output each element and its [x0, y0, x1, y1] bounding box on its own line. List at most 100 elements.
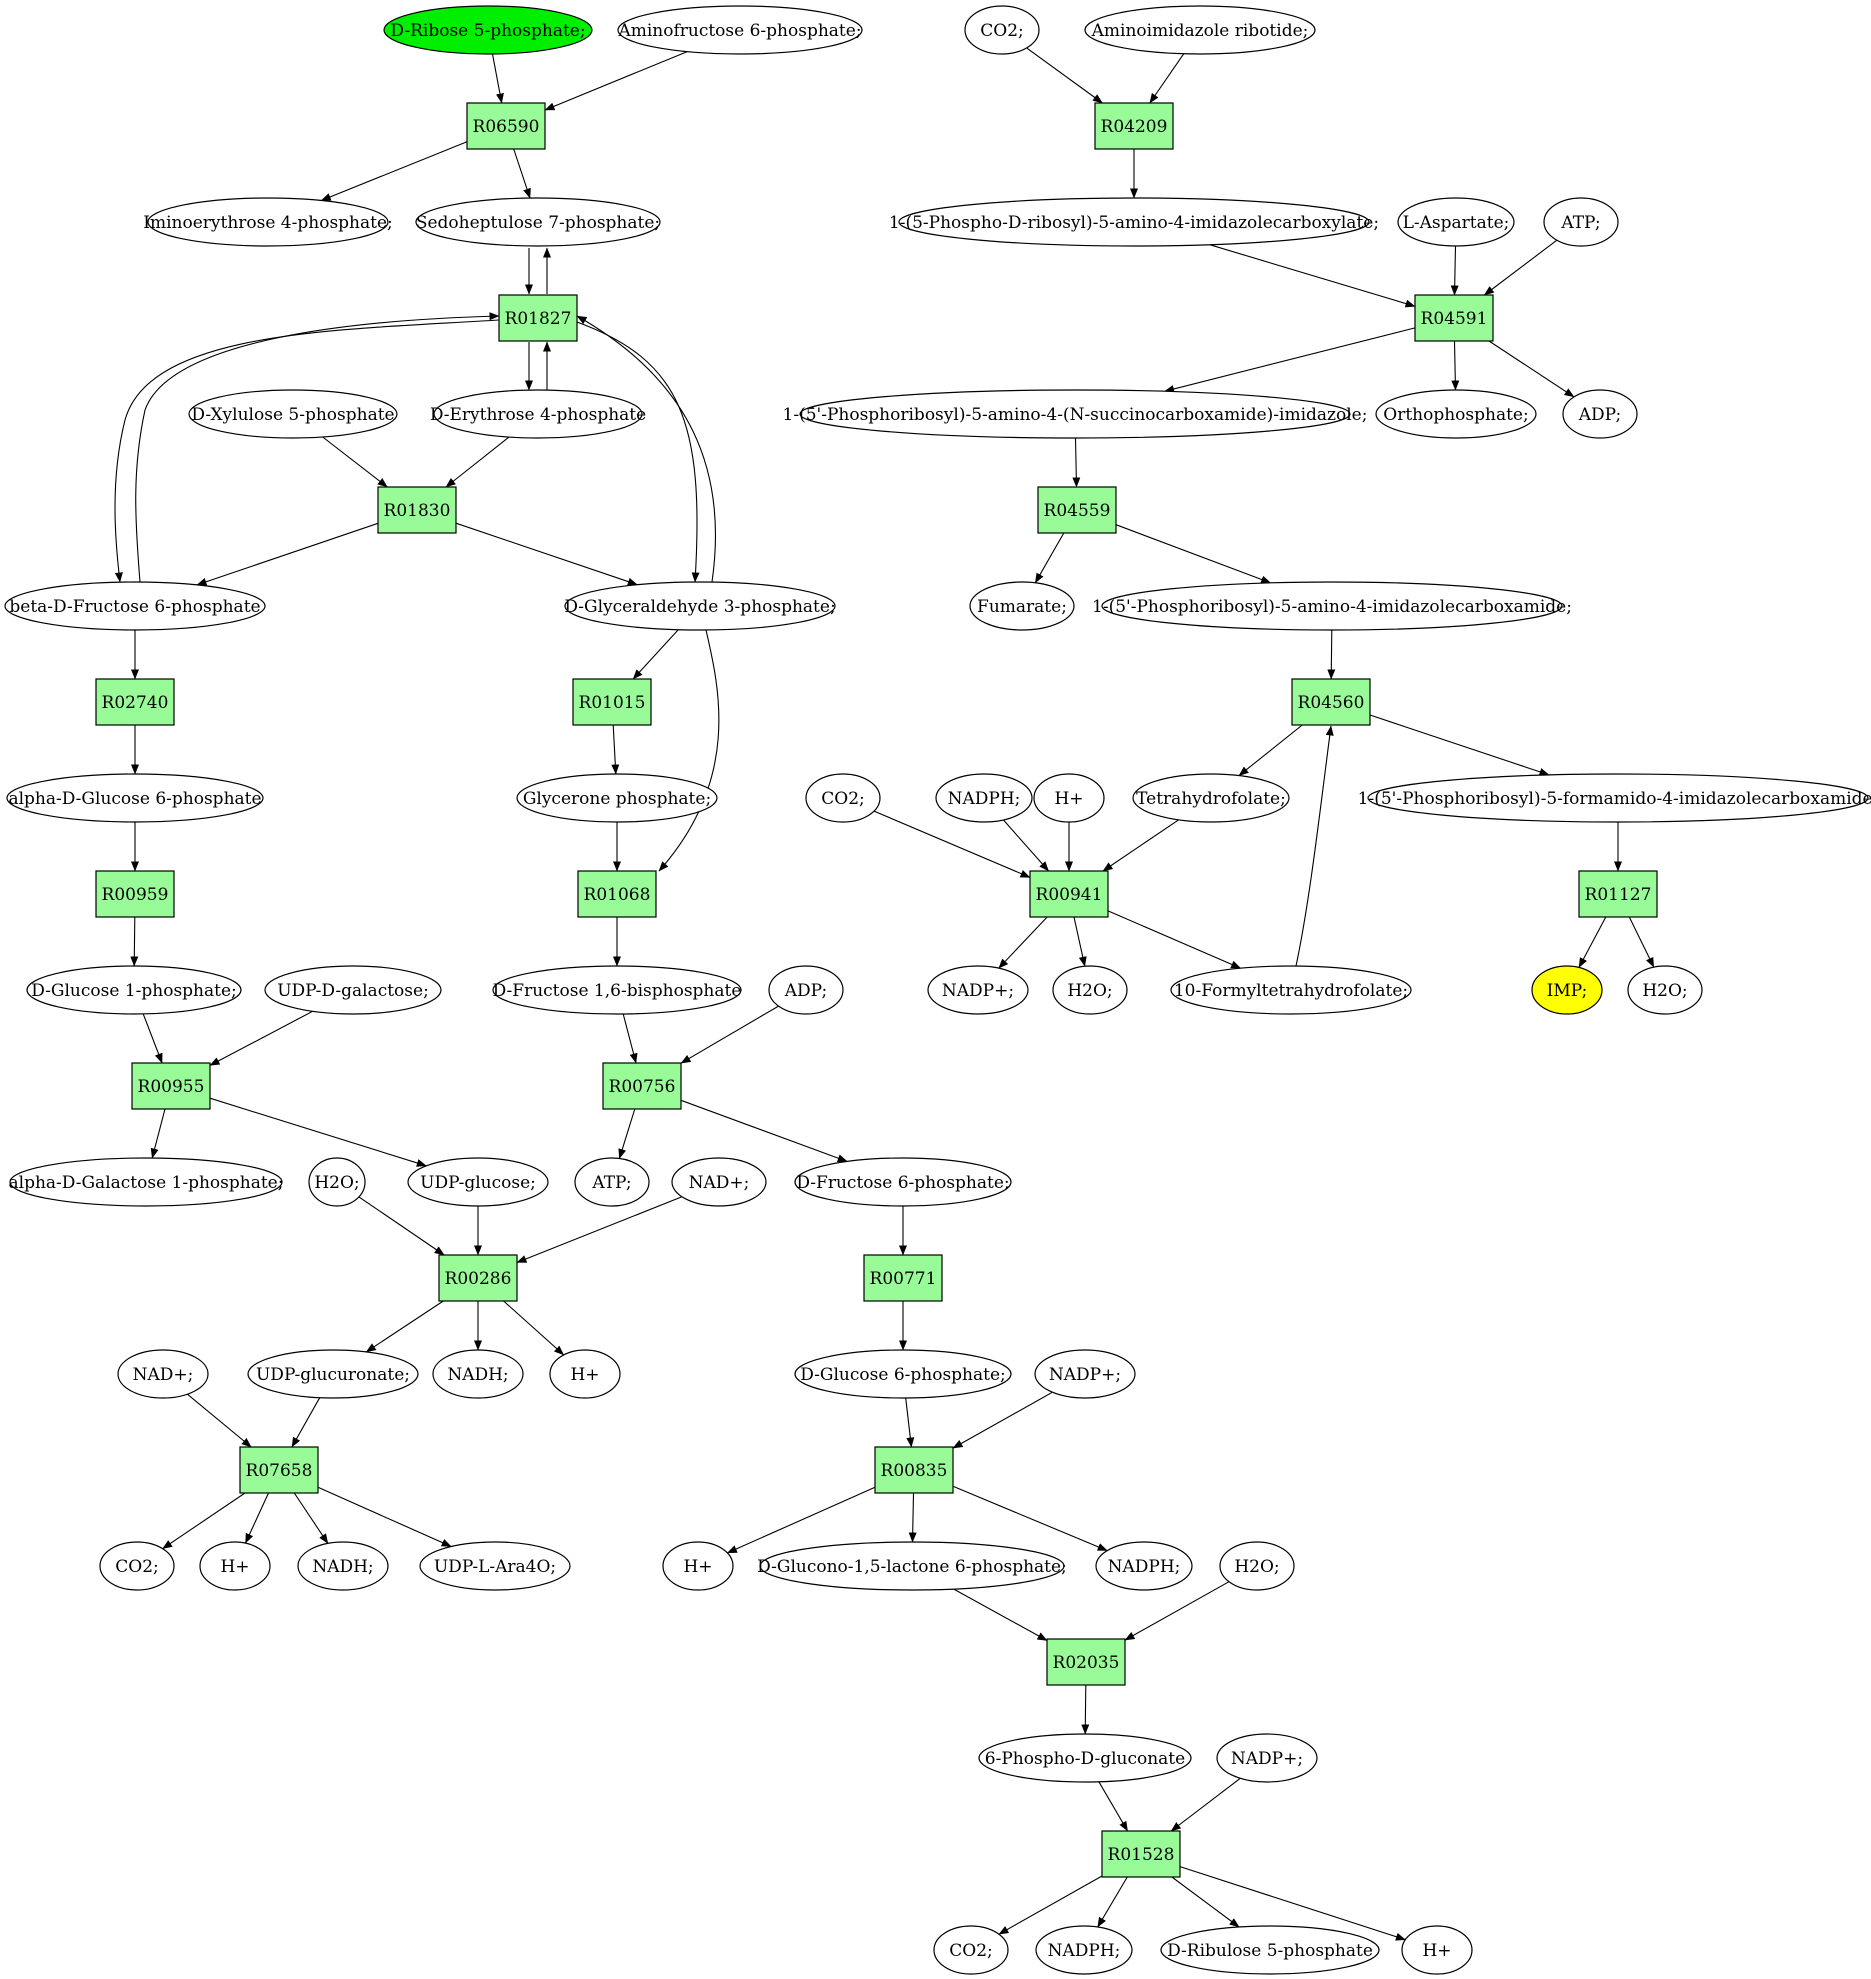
compound-node-c_udpglc: UDP-glucose; — [407, 1157, 549, 1207]
node-label: H2O; — [1642, 981, 1687, 1001]
node-label: R04559 — [1044, 501, 1111, 521]
edge-c_gap-to-r_R01068 — [658, 629, 720, 872]
node-label: R02740 — [102, 693, 169, 713]
compound-ellipse — [978, 1733, 1192, 1783]
compound-node-c_hplus_b: H+ — [199, 1541, 271, 1591]
compound-ellipse — [1084, 5, 1316, 55]
compound-node-c_co2_c: CO2; — [964, 5, 1040, 55]
reaction-box — [466, 102, 546, 150]
compound-node-c_fum: Fumarate; — [969, 581, 1075, 631]
compound-ellipse — [927, 965, 1029, 1015]
edge-r_R01015-to-c_dhap — [611, 724, 620, 775]
compound-node-c_glc1p: D-Glucose 1-phosphate; — [26, 965, 242, 1015]
node-label: R00771 — [870, 1269, 937, 1289]
nodes-layer: D-Ribose 5-phosphate; Aminofructose 6-pho… — [4, 5, 1871, 1975]
edge-r_R01827-to-c_bfru6p — [114, 319, 500, 583]
compound-ellipse — [1375, 389, 1537, 439]
compound-node-c_udpgal: UDP-D-galactose; — [264, 965, 442, 1015]
edge-r_R04560-to-c_faicar — [1369, 714, 1550, 776]
edge-r_R01127-to-c_h2o_d — [1628, 916, 1655, 968]
edge-c_gap-to-r_R01015 — [632, 629, 679, 680]
node-label: Aminofructose 6-phosphate; — [617, 21, 861, 41]
compound-ellipse — [1367, 773, 1869, 823]
edge-r_R01127-to-c_imp — [1578, 916, 1607, 968]
compound-ellipse — [419, 1541, 571, 1591]
node-label: H+ — [570, 1365, 599, 1385]
edge-c_nadp_a-to-r_R00286 — [516, 1196, 683, 1264]
compound-ellipse — [662, 1541, 734, 1591]
compound-node-c_h2o_c: H2O; — [1052, 965, 1128, 1015]
reaction-box — [1046, 1638, 1126, 1686]
compound-node-c_hplus_a: H+ — [549, 1349, 621, 1399]
node-label: ATP; — [591, 1173, 631, 1193]
edge-r_R04591-to-c_saicar — [1164, 327, 1416, 393]
node-label: CO2; — [949, 1941, 993, 1961]
compound-ellipse — [147, 197, 389, 247]
node-label: UDP-L-Ara4O; — [434, 1557, 556, 1577]
edge-r_R07658-to-c_co2_a — [162, 1492, 246, 1550]
reaction-node-r_R00941: R00941 — [1029, 870, 1109, 918]
compound-ellipse — [1034, 1349, 1136, 1399]
reaction-box — [874, 1446, 954, 1494]
node-label: R01528 — [1108, 1845, 1175, 1865]
edge-c_xyl5p-to-r_R01830 — [322, 436, 388, 488]
reaction-box — [239, 1446, 319, 1494]
compound-ellipse — [1170, 965, 1412, 1015]
edge-c_bfru6p-to-r_R01827 — [135, 312, 500, 583]
compound-ellipse — [1101, 581, 1563, 631]
edge-r_R01528-to-c_hplus_d — [1179, 1866, 1406, 1941]
compound-node-c_bfru6p: beta-D-Fructose 6-phosphate — [4, 581, 266, 631]
node-label: D-Glucose 6-phosphate; — [800, 1365, 1006, 1385]
edge-c_nadpp_b-to-r_R01528 — [1170, 1777, 1241, 1832]
edge-r_R04560-to-c_thf — [1238, 724, 1303, 777]
reaction-node-r_R04209: R04209 — [1094, 102, 1174, 150]
compound-node-c_udpglcur: UDP-glucuronate; — [247, 1349, 419, 1399]
reaction-node-r_R00959: R00959 — [95, 870, 175, 918]
node-label: R00286 — [445, 1269, 512, 1289]
compound-node-c_imp: IMP; — [1531, 965, 1603, 1015]
reaction-node-r_R00835: R00835 — [874, 1446, 954, 1494]
node-label: H+ — [220, 1557, 249, 1577]
compound-node-c_atp_b: ATP; — [1543, 197, 1619, 247]
node-label: NADP+; — [1049, 1365, 1121, 1385]
compound-ellipse — [407, 1157, 549, 1207]
compound-node-c_afru6p: Aminofructose 6-phosphate; — [617, 5, 863, 55]
compound-ellipse — [935, 773, 1033, 823]
edge-r_R06590-to-c_iminoery — [320, 141, 468, 202]
reaction-box — [1094, 102, 1174, 150]
edge-c_gap-to-r_R01827 — [576, 315, 717, 583]
node-label: R04560 — [1298, 693, 1365, 713]
node-label: D-Glucose 1-phosphate; — [31, 981, 237, 1001]
node-label: IMP; — [1547, 981, 1588, 1001]
compound-ellipse — [1397, 197, 1515, 247]
compound-node-c_aglc6p: alpha-D-Glucose 6-phosphate — [6, 773, 264, 823]
compound-node-c_fbp: D-Fructose 1,6-bisphosphate — [492, 965, 742, 1015]
compound-ellipse — [574, 1157, 650, 1207]
reaction-box — [863, 1254, 943, 1302]
edge-r_R04591-to-c_adp_b — [1488, 340, 1575, 398]
compound-node-c_nadpp_c: NADP+; — [927, 965, 1029, 1015]
node-label: UDP-glucose; — [420, 1173, 536, 1193]
compound-ellipse — [516, 773, 718, 823]
edge-c_udpglcur-to-r_R07658 — [291, 1397, 321, 1448]
compound-ellipse — [1052, 965, 1128, 1015]
compound-ellipse — [805, 773, 881, 823]
edge-c_atp_b-to-r_R04591 — [1484, 239, 1558, 296]
compound-ellipse — [794, 1349, 1012, 1399]
node-label: R00959 — [102, 885, 169, 905]
edge-c_6pg-to-r_R01528 — [1098, 1781, 1129, 1832]
node-label: R01830 — [384, 501, 451, 521]
edge-r_R00756-to-c_atp_a — [618, 1108, 636, 1159]
edge-r_R00835-to-c_nadph_a — [952, 1485, 1108, 1552]
node-label: NAD+; — [689, 1173, 750, 1193]
compound-node-c_nadp_a: NAD+; — [671, 1157, 767, 1207]
node-label: D-Ribose 5-phosphate; — [390, 21, 585, 41]
edge-c_asp-to-r_R04591 — [1450, 245, 1459, 296]
node-label: R01015 — [579, 693, 646, 713]
edge-c_ery4p-to-r_R01830 — [445, 436, 510, 488]
compound-ellipse — [898, 197, 1370, 247]
compound-node-c_dhap: Glycerone phosphate; — [516, 773, 718, 823]
compound-node-c_gap: D-Glyceraldehyde 3-phosphate; — [564, 581, 836, 631]
compound-ellipse — [933, 1925, 1009, 1975]
compound-ellipse — [1627, 965, 1703, 1015]
